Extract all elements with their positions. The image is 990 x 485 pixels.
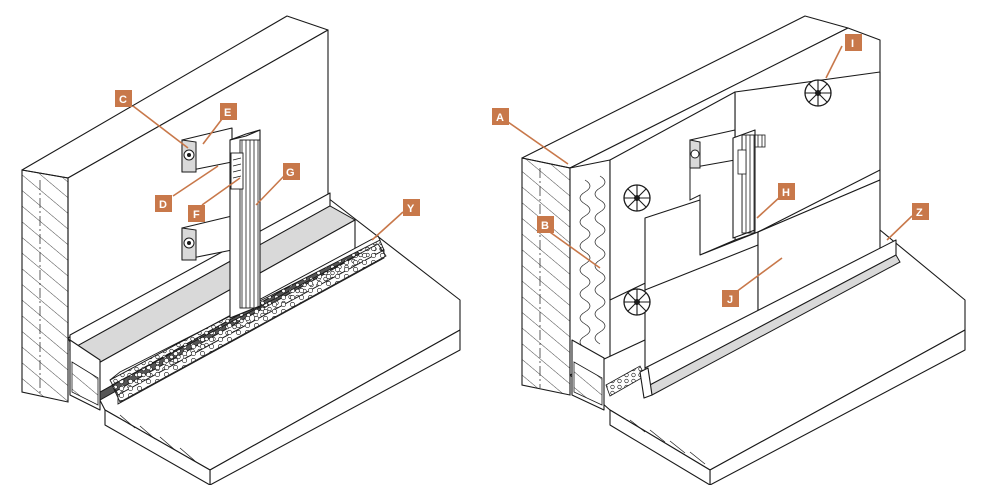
right-detail xyxy=(521,15,966,485)
svg-text:I: I xyxy=(851,38,854,50)
label-I: I xyxy=(845,34,862,51)
right-wall-section xyxy=(521,157,571,396)
svg-text:Z: Z xyxy=(916,207,923,219)
left-slab-hatch xyxy=(119,414,196,462)
right-anchor-disc-3 xyxy=(804,79,832,107)
label-J: J xyxy=(722,290,739,307)
svg-text:J: J xyxy=(727,294,733,306)
right-anchor-disc-1 xyxy=(623,184,651,212)
svg-text:E: E xyxy=(224,107,231,119)
right-anchor-disc-2 xyxy=(623,288,651,316)
label-D: D xyxy=(155,195,172,212)
label-A: A xyxy=(492,108,509,125)
leader-lines xyxy=(132,45,913,293)
svg-text:D: D xyxy=(159,199,167,211)
svg-text:G: G xyxy=(286,167,295,179)
label-Z: Z xyxy=(912,203,929,220)
left-bracket-upper xyxy=(181,127,233,173)
svg-text:C: C xyxy=(119,94,127,106)
left-perforated-plate xyxy=(111,243,387,403)
label-G: G xyxy=(283,163,300,180)
svg-text:B: B xyxy=(541,220,549,232)
label-H: H xyxy=(778,183,795,200)
left-wall-section xyxy=(21,169,69,403)
left-detail xyxy=(21,15,461,485)
label-F: F xyxy=(188,205,205,222)
svg-text:F: F xyxy=(193,209,200,221)
svg-text:Y: Y xyxy=(407,203,415,215)
svg-text:A: A xyxy=(496,112,504,124)
left-bracket-lower xyxy=(181,215,233,261)
right-vertical-profile xyxy=(732,129,766,239)
left-vertical-profile xyxy=(229,129,261,319)
label-E: E xyxy=(220,103,237,120)
label-C: C xyxy=(115,90,132,107)
svg-text:H: H xyxy=(782,187,790,199)
label-Y: Y xyxy=(403,199,420,216)
label-B: B xyxy=(537,216,554,233)
